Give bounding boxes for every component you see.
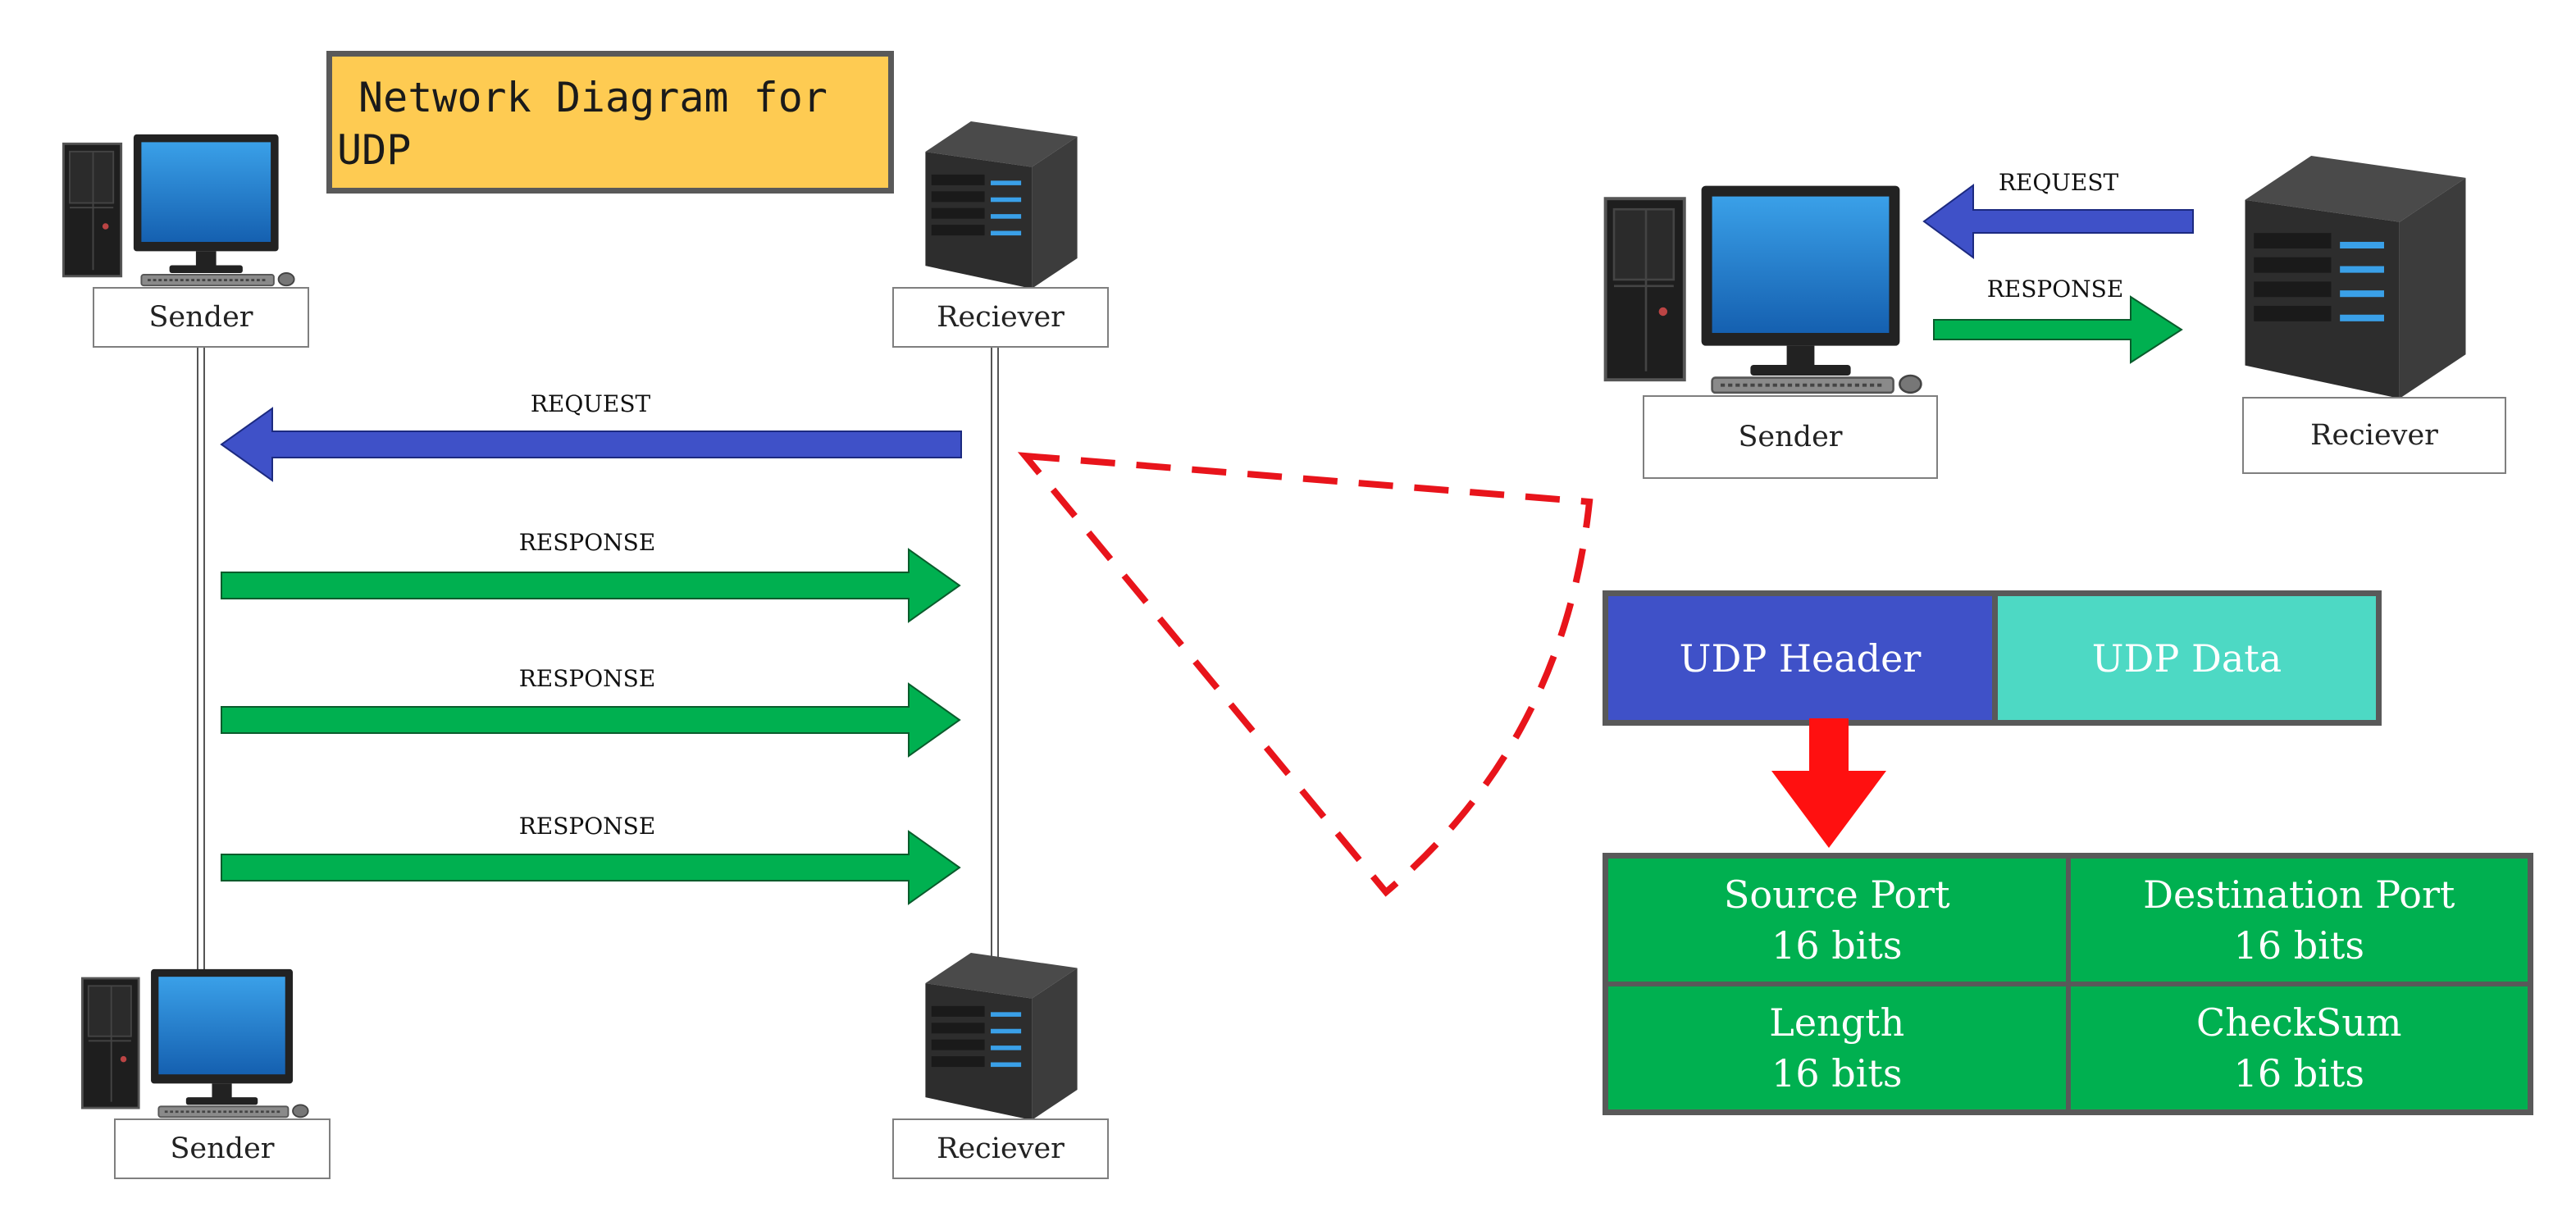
- exchange-request-label: REQUEST: [1998, 169, 2119, 196]
- desktop-computer-icon: [72, 968, 318, 1120]
- header-field-length: Length 16 bits: [1608, 986, 2066, 1109]
- message-label-response-1: RESPONSE: [518, 529, 656, 556]
- desktop-computer-icon: [1583, 184, 1944, 397]
- message-label-response-3: RESPONSE: [518, 813, 656, 840]
- header-field-source-port: Source Port 16 bits: [1608, 859, 2066, 982]
- server-tower-icon: [925, 953, 1078, 1120]
- header-field-destination-port: Destination Port 16 bits: [2070, 859, 2528, 982]
- server-tower-icon: [2241, 156, 2470, 399]
- server-tower-icon: [925, 121, 1078, 289]
- exchange-receiver-label: Reciever: [2242, 397, 2506, 474]
- request-arrow: [220, 407, 962, 482]
- response-arrow-2: [221, 682, 961, 758]
- title-line-2: UDP: [337, 126, 412, 174]
- header-field-checksum: CheckSum 16 bits: [2070, 986, 2528, 1109]
- exchange-request-arrow: [1922, 184, 2194, 259]
- udp-data-block: UDP Data: [1998, 596, 2376, 720]
- receiver-lifeline: [991, 344, 999, 976]
- receiver-bottom-label: Reciever: [892, 1118, 1109, 1179]
- exchange-response-label: RESPONSE: [1986, 276, 2124, 303]
- sender-bottom-label: Sender: [114, 1118, 331, 1179]
- diagram-title: Network Diagram for UDP: [326, 51, 894, 194]
- exchange-sender-label: Sender: [1643, 395, 1938, 479]
- udp-header-block: UDP Header: [1608, 596, 1998, 720]
- desktop-computer-icon: [49, 133, 308, 289]
- exchange-response-arrow: [1933, 295, 2183, 364]
- message-label-request: REQUEST: [530, 390, 651, 417]
- sender-top-label: Sender: [93, 287, 309, 348]
- udp-header-fields-table: Source Port 16 bits Destination Port 16 …: [1603, 853, 2533, 1115]
- message-label-response-2: RESPONSE: [518, 665, 656, 692]
- title-line-1: Network Diagram for: [358, 74, 828, 121]
- udp-packet: UDP Header UDP Data: [1603, 590, 2382, 726]
- sender-lifeline: [197, 344, 205, 976]
- response-arrow-1: [221, 548, 961, 623]
- response-arrow-3: [221, 830, 961, 905]
- receiver-top-label: Reciever: [892, 287, 1109, 348]
- down-arrow: [1771, 718, 1886, 848]
